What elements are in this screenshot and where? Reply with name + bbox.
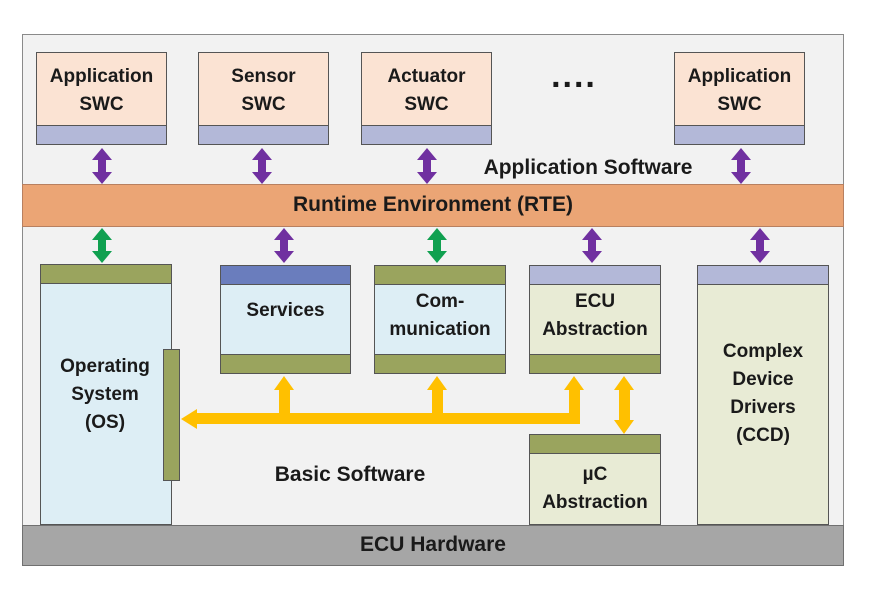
rte-bar: Runtime Environment (RTE) bbox=[22, 184, 844, 227]
swc-1-port bbox=[37, 125, 166, 144]
purple-arrow-swc3 bbox=[417, 148, 437, 184]
purple-arrow-ecu-abstraction bbox=[582, 228, 602, 263]
ccd-top-strip bbox=[698, 266, 828, 285]
uc-abstraction-top-strip bbox=[530, 435, 660, 454]
swc-2-port bbox=[199, 125, 328, 144]
communication-bottom-strip bbox=[375, 354, 505, 373]
swc-4-port bbox=[675, 125, 804, 144]
purple-arrow-ccd bbox=[750, 228, 770, 263]
swc-3-line2: SWC bbox=[404, 94, 449, 115]
swc-1-line2: SWC bbox=[79, 94, 124, 115]
ecu-abstraction-label: ECU Abstraction bbox=[542, 291, 648, 340]
os-label: Operating System (OS) bbox=[60, 356, 150, 433]
os-interface-strip bbox=[163, 349, 180, 481]
purple-arrow-swc2 bbox=[252, 148, 272, 184]
ecu-abstraction-block: ECU Abstraction bbox=[529, 265, 661, 374]
swc-3-line1: Actuator bbox=[387, 66, 466, 87]
uc-abstraction-block: µC Abstraction bbox=[529, 434, 661, 525]
swc-2-line1: Sensor bbox=[231, 66, 296, 87]
services-top-strip bbox=[221, 266, 350, 285]
ccd-label: Complex Device Drivers (CCD) bbox=[722, 341, 804, 446]
communication-top-strip bbox=[375, 266, 505, 285]
swc-4-line1: Application bbox=[687, 66, 792, 87]
green-arrow-communication bbox=[427, 228, 447, 263]
complex-device-drivers-block: Complex Device Drivers (CCD) bbox=[697, 265, 829, 525]
os-top-strip bbox=[41, 265, 171, 284]
ecu-abstraction-top-strip bbox=[530, 266, 660, 285]
communication-label: Com- munication bbox=[389, 291, 491, 340]
services-block: Services bbox=[220, 265, 351, 374]
application-software-label: Application Software bbox=[483, 156, 693, 179]
services-label: Services bbox=[246, 300, 325, 321]
purple-arrow-swc1 bbox=[92, 148, 112, 184]
purple-arrow-services bbox=[274, 228, 294, 263]
services-bottom-strip bbox=[221, 354, 350, 373]
purple-arrow-swc4 bbox=[731, 148, 751, 184]
swc-1-line1: Application bbox=[49, 66, 154, 87]
rte-label: Runtime Environment (RTE) bbox=[292, 193, 573, 216]
communication-block: Com- munication bbox=[374, 265, 506, 374]
green-arrow-os bbox=[92, 228, 112, 263]
swc-4-line2: SWC bbox=[717, 94, 762, 115]
basic-software-label: Basic Software bbox=[274, 463, 426, 486]
swc-3-port bbox=[362, 125, 491, 144]
yellow-bus-arrows bbox=[181, 376, 634, 434]
hardware-label: ECU Hardware bbox=[360, 533, 506, 556]
swc-2-line2: SWC bbox=[241, 94, 286, 115]
uc-abstraction-label: µC Abstraction bbox=[542, 464, 648, 513]
ecu-hardware-bar: ECU Hardware bbox=[22, 525, 844, 566]
ecu-abstraction-bottom-strip bbox=[530, 354, 660, 373]
ellipsis: .... bbox=[551, 57, 597, 95]
operating-system-block: Operating System (OS) bbox=[40, 264, 172, 525]
